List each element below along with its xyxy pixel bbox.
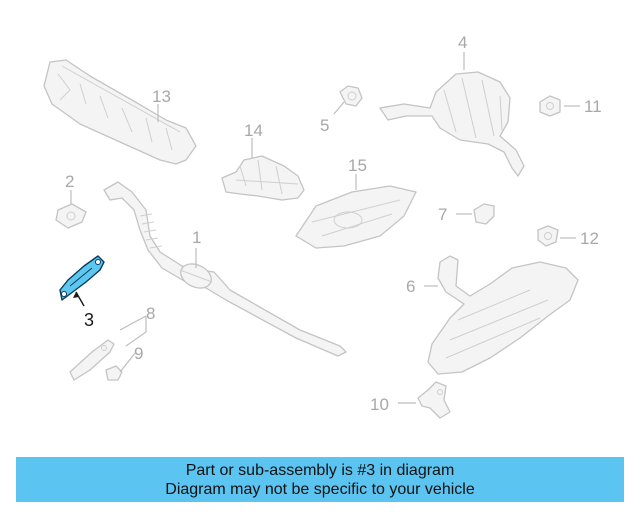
callout-11: 11	[584, 97, 602, 116]
callout-7: 7	[438, 205, 447, 224]
callout-12: 12	[580, 229, 599, 248]
callout-8: 8	[146, 304, 155, 323]
callout-9: 9	[134, 344, 143, 363]
part-8-hanger-bracket[interactable]	[69, 339, 115, 381]
callout-4: 4	[458, 33, 467, 52]
callout-2: 2	[65, 172, 74, 191]
exhaust-parts-diagram: 13 14 2 3 1 8 9	[43, 33, 602, 419]
callout-13: 13	[152, 87, 171, 106]
callout-14: 14	[244, 121, 263, 140]
callout-3: 3	[84, 310, 94, 330]
callout-5: 5	[320, 116, 329, 135]
part-2-gasket[interactable]	[55, 203, 87, 229]
callout-15: 15	[348, 156, 367, 175]
banner-line-2: Diagram may not be specific to your vehi…	[165, 481, 475, 498]
info-banner: Part or sub-assembly is #3 in diagram Di…	[16, 457, 624, 502]
part-12-rubber-hanger[interactable]	[537, 225, 559, 247]
part-3-bracket-highlighted[interactable]	[59, 255, 105, 301]
callout-1: 1	[192, 228, 201, 247]
part-14-heat-shield[interactable]	[221, 155, 305, 201]
callout-10: 10	[370, 395, 389, 414]
part-4-rear-muffler[interactable]	[379, 71, 525, 177]
part-15-heat-shield-panel[interactable]	[295, 185, 417, 249]
part-10-bracket[interactable]	[417, 381, 451, 419]
part-5-clamp[interactable]	[339, 85, 363, 107]
part-11-rubber-hanger[interactable]	[539, 95, 561, 117]
part-1-front-pipe-converter[interactable]	[103, 181, 347, 357]
part-7-clamp[interactable]	[473, 203, 495, 225]
part-13-heat-shield[interactable]	[43, 59, 197, 165]
part-6-muffler-assembly[interactable]	[427, 255, 579, 375]
banner-line-1: Part or sub-assembly is #3 in diagram	[185, 462, 455, 479]
callout-6: 6	[406, 277, 415, 296]
part-9-nut[interactable]	[105, 365, 123, 381]
